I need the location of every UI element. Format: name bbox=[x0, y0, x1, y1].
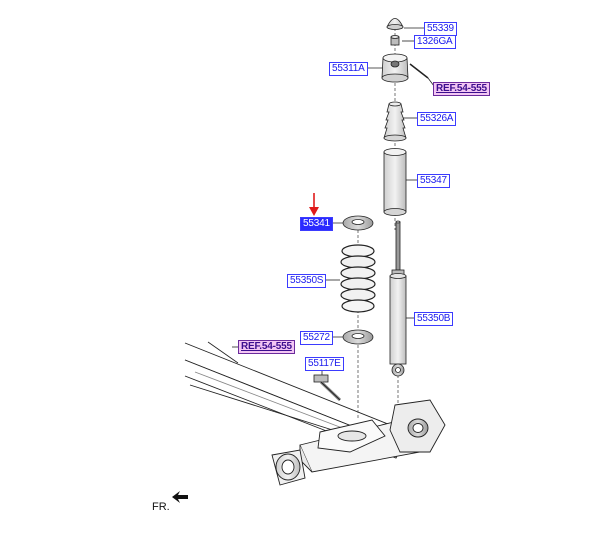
ref-link-left[interactable]: REF.54-555 bbox=[238, 340, 295, 354]
bump-stopper-part bbox=[383, 101, 407, 142]
callout-55117e[interactable]: 55117E bbox=[305, 357, 344, 371]
coil-spring-part bbox=[340, 244, 376, 313]
callout-55341-selected[interactable]: 55341 bbox=[300, 217, 333, 231]
bolt-part bbox=[313, 374, 342, 402]
mount-part bbox=[381, 53, 429, 83]
red-arrow-down-icon bbox=[309, 193, 319, 216]
insulator-cap-part bbox=[386, 18, 404, 30]
callout-1326ga[interactable]: 1326GA bbox=[414, 35, 456, 49]
callout-55272[interactable]: 55272 bbox=[300, 331, 333, 345]
dust-cover-part bbox=[383, 148, 407, 216]
upper-pad-part bbox=[342, 215, 374, 231]
callout-55350s[interactable]: 55350S bbox=[287, 274, 327, 288]
callout-55347[interactable]: 55347 bbox=[417, 174, 450, 188]
shock-absorber-part bbox=[389, 220, 407, 377]
callout-55326a[interactable]: 55326A bbox=[417, 112, 457, 126]
callout-55311a[interactable]: 55311A bbox=[329, 62, 368, 76]
lower-pad-part bbox=[342, 329, 374, 345]
front-direction-arrow-icon bbox=[172, 491, 188, 503]
ref-link-top[interactable]: REF.54-555 bbox=[433, 82, 490, 96]
callout-55339[interactable]: 55339 bbox=[424, 22, 457, 36]
axle-beam bbox=[184, 342, 446, 486]
callout-55350b[interactable]: 55350B bbox=[414, 312, 454, 326]
front-direction-label: FR. bbox=[152, 501, 170, 513]
nut-part bbox=[390, 35, 400, 46]
